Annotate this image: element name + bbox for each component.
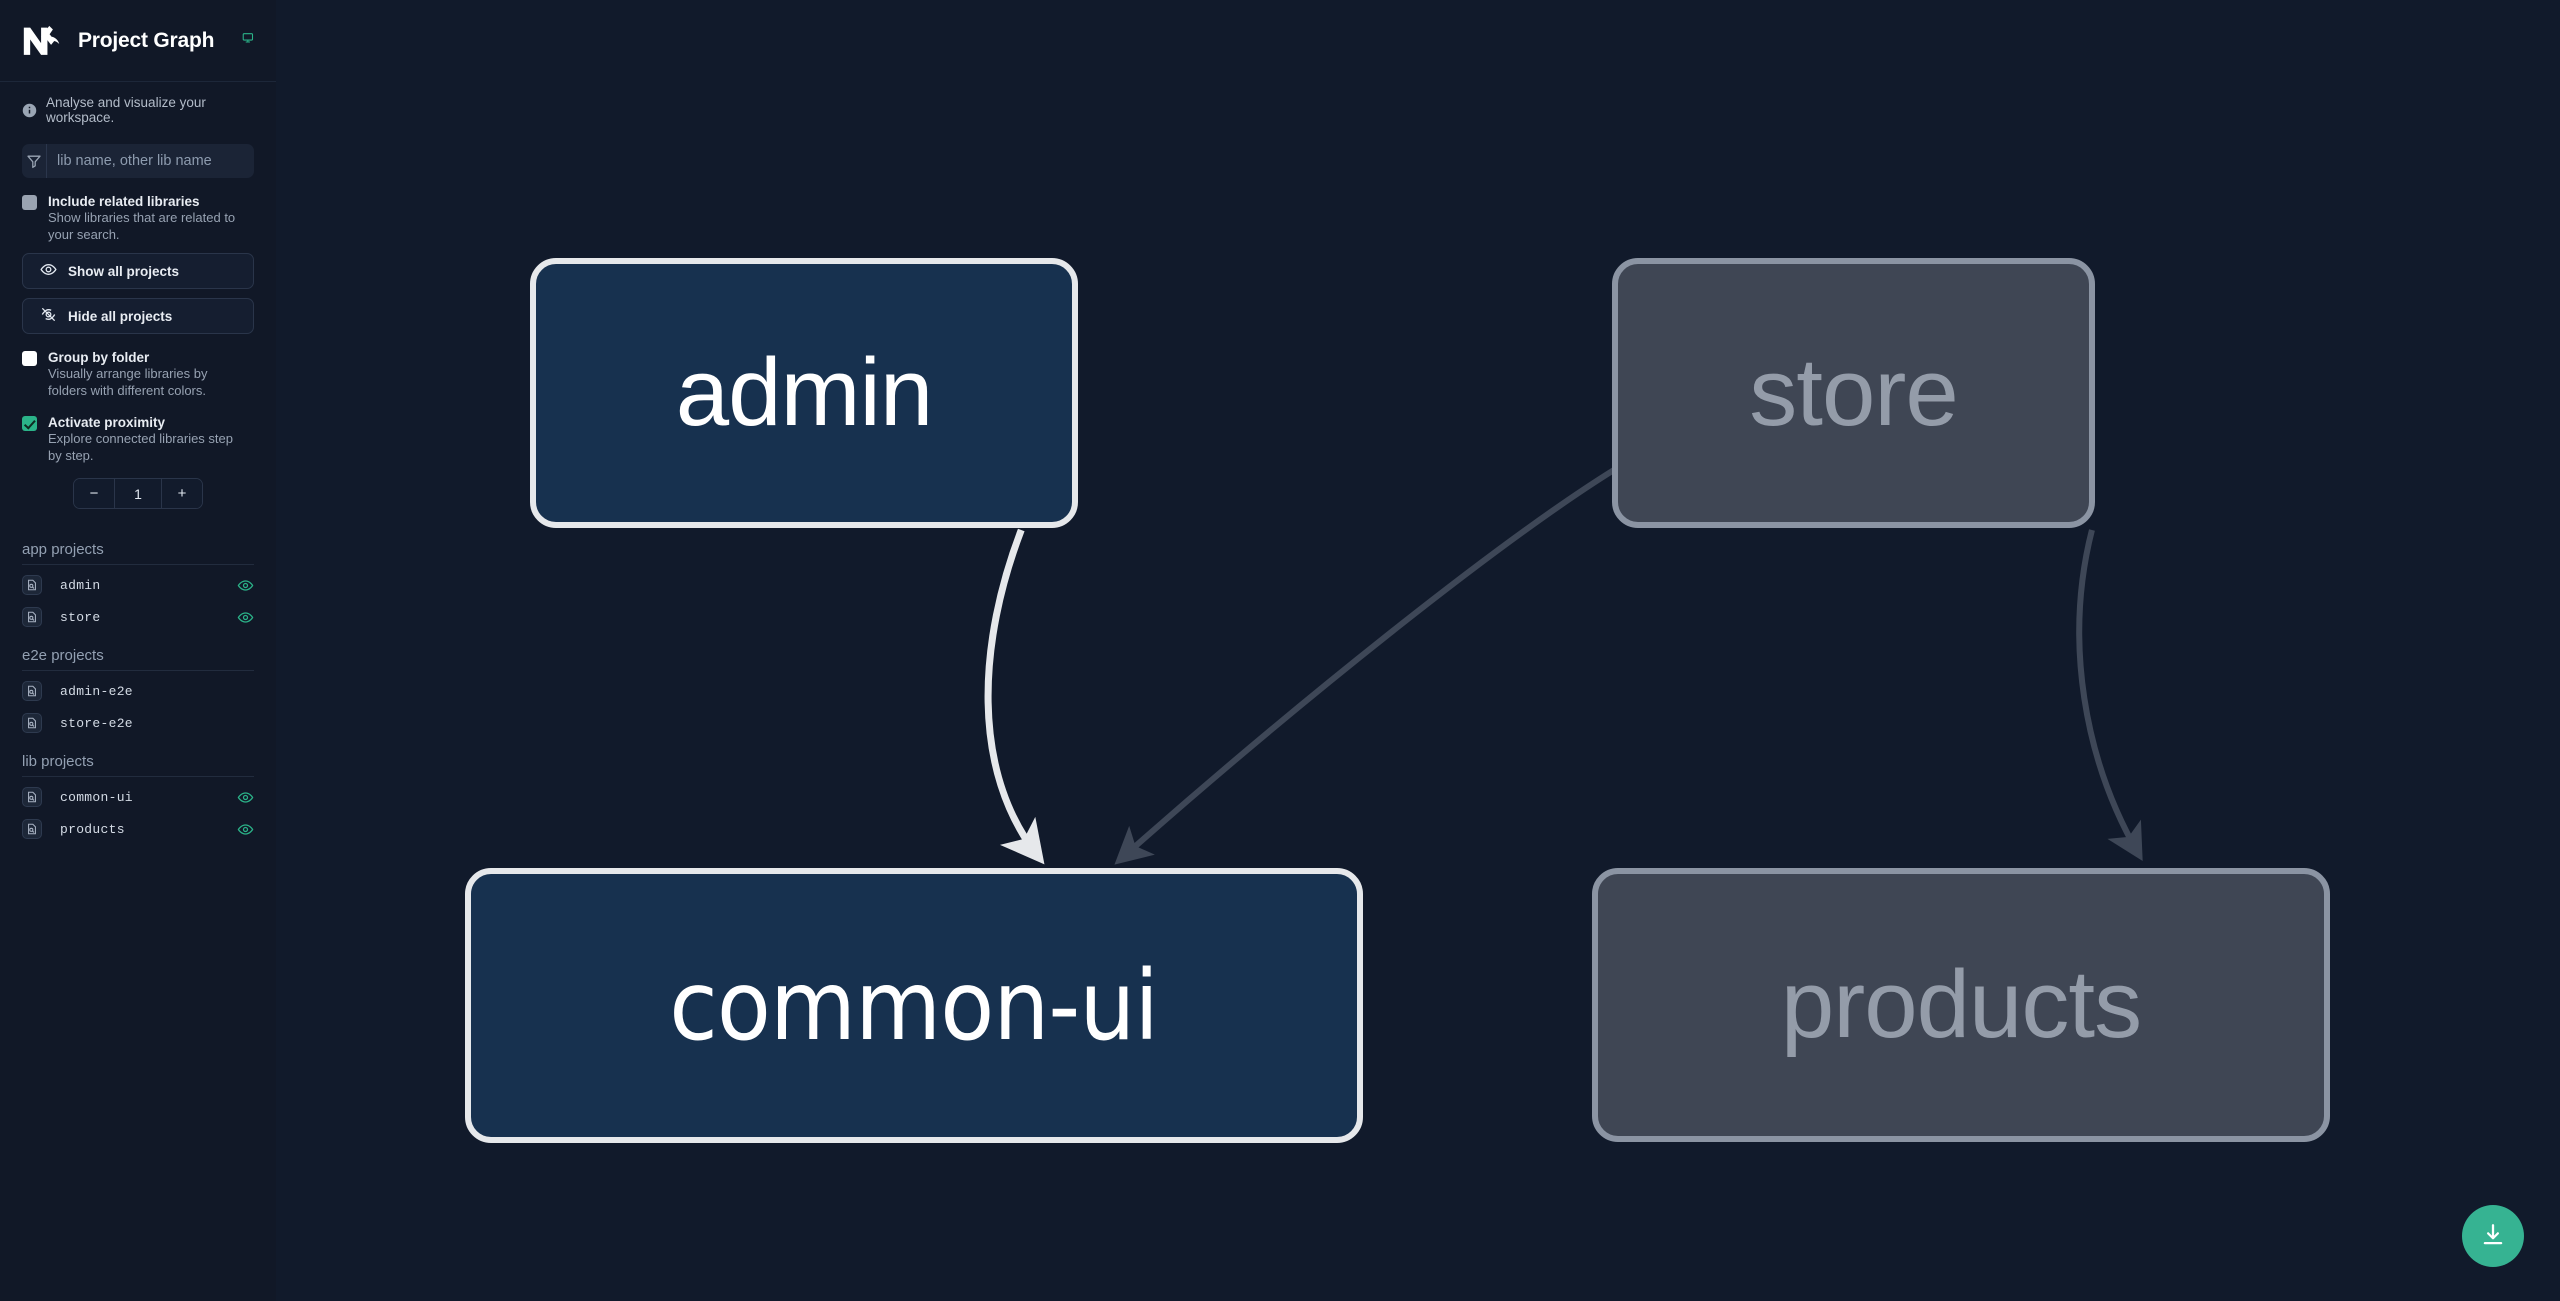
sidebar: Project Graph Analyse and visualize your… (0, 0, 286, 1301)
proximity-stepper: − 1 + (73, 478, 203, 509)
project-group-e2e: e2e projects admin-e2e store-e2e (0, 633, 276, 739)
proximity-decrement-button[interactable]: − (74, 479, 114, 508)
project-name: admin-e2e (60, 683, 133, 699)
project-row-store-e2e[interactable]: store-e2e (0, 707, 276, 739)
search-row (0, 135, 276, 178)
option-description: Show libraries that are related to your … (48, 210, 236, 242)
option-activate-proximity[interactable]: Activate proximity Explore connected lib… (0, 399, 276, 464)
download-graph-button[interactable] (2462, 1205, 2524, 1267)
project-name: common-ui (60, 789, 133, 805)
edge-store-to-common-ui (1114, 467, 1616, 865)
nx-logo-icon (22, 24, 62, 58)
tagline: Analyse and visualize your workspace. (0, 82, 276, 135)
monitor-icon[interactable] (242, 31, 254, 51)
project-row-products[interactable]: products (0, 813, 276, 845)
graph-node-label: common-ui (669, 949, 1160, 1062)
funnel-icon[interactable] (22, 144, 47, 178)
show-all-projects-label: Show all projects (68, 263, 180, 279)
option-description: Explore connected libraries step by step… (48, 431, 233, 463)
search-input[interactable] (47, 144, 254, 178)
project-row-admin-e2e[interactable]: admin-e2e (0, 675, 276, 707)
graph-node-label: admin (675, 339, 933, 446)
proximity-stepper-row: − 1 + (0, 464, 276, 509)
activate-proximity-checkbox[interactable] (22, 416, 37, 431)
project-list[interactable]: app projects admin store (0, 509, 276, 1301)
project-group-lib: lib projects common-ui products (0, 739, 276, 845)
project-visibility-toggle-icon[interactable] (237, 789, 254, 806)
visibility-buttons: Show all projects Hide all projects (0, 243, 276, 334)
option-title: Activate proximity (48, 415, 166, 430)
project-icon (22, 681, 42, 701)
page-title: Project Graph (78, 28, 215, 52)
option-title: Include related libraries (48, 194, 200, 209)
project-row-store[interactable]: store (0, 601, 276, 633)
project-icon (22, 787, 42, 807)
brand-header: Project Graph (0, 0, 276, 82)
option-include-related-libraries[interactable]: Include related libraries Show libraries… (0, 178, 276, 243)
project-row-common-ui[interactable]: common-ui (0, 781, 276, 813)
graph-canvas[interactable]: admin store common-ui products (276, 0, 2560, 1301)
project-icon (22, 713, 42, 733)
eye-icon (40, 261, 57, 281)
show-all-projects-button[interactable]: Show all projects (22, 253, 254, 289)
project-visibility-toggle-icon[interactable] (237, 821, 254, 838)
edge-store-to-products (2076, 529, 2143, 862)
tagline-text: Analyse and visualize your workspace. (46, 95, 206, 125)
hide-all-projects-button[interactable]: Hide all projects (22, 298, 254, 334)
project-row-admin[interactable]: admin (0, 569, 276, 601)
option-description: Visually arrange libraries by folders wi… (48, 366, 208, 398)
graph-node-label: store (1749, 339, 1958, 446)
group-heading: app projects (22, 541, 104, 558)
option-title: Group by folder (48, 350, 150, 365)
project-group-app: app projects admin store (0, 527, 276, 633)
group-divider (22, 670, 254, 671)
project-name: admin (60, 577, 101, 593)
graph-node-products[interactable]: products (1592, 868, 2330, 1142)
proximity-increment-button[interactable]: + (162, 479, 202, 508)
group-by-folder-checkbox[interactable] (22, 351, 37, 366)
group-divider (22, 564, 254, 565)
group-divider (22, 776, 254, 777)
graph-node-store[interactable]: store (1612, 258, 2095, 528)
project-visibility-toggle-icon[interactable] (237, 577, 254, 594)
project-name: products (60, 821, 125, 837)
graph-node-admin[interactable]: admin (530, 258, 1078, 528)
edge-admin-to-common-ui (984, 528, 1045, 865)
group-heading: lib projects (22, 753, 94, 770)
info-icon (22, 103, 37, 118)
project-name: store-e2e (60, 715, 133, 731)
group-heading: e2e projects (22, 647, 104, 664)
hide-all-projects-label: Hide all projects (68, 308, 173, 324)
project-icon (22, 607, 42, 627)
option-group-by-folder[interactable]: Group by folder Visually arrange librari… (0, 334, 276, 399)
project-visibility-toggle-icon[interactable] (237, 609, 254, 626)
graph-edges (984, 467, 2143, 865)
search-box[interactable] (22, 144, 254, 178)
download-icon (2480, 1222, 2506, 1251)
project-name: store (60, 609, 101, 625)
include-related-libraries-checkbox[interactable] (22, 195, 37, 210)
project-icon (22, 575, 42, 595)
proximity-value: 1 (114, 479, 162, 508)
project-icon (22, 819, 42, 839)
graph-node-common-ui[interactable]: common-ui (465, 868, 1363, 1143)
eye-off-icon (40, 306, 57, 326)
graph-node-label: products (1780, 951, 2142, 1058)
